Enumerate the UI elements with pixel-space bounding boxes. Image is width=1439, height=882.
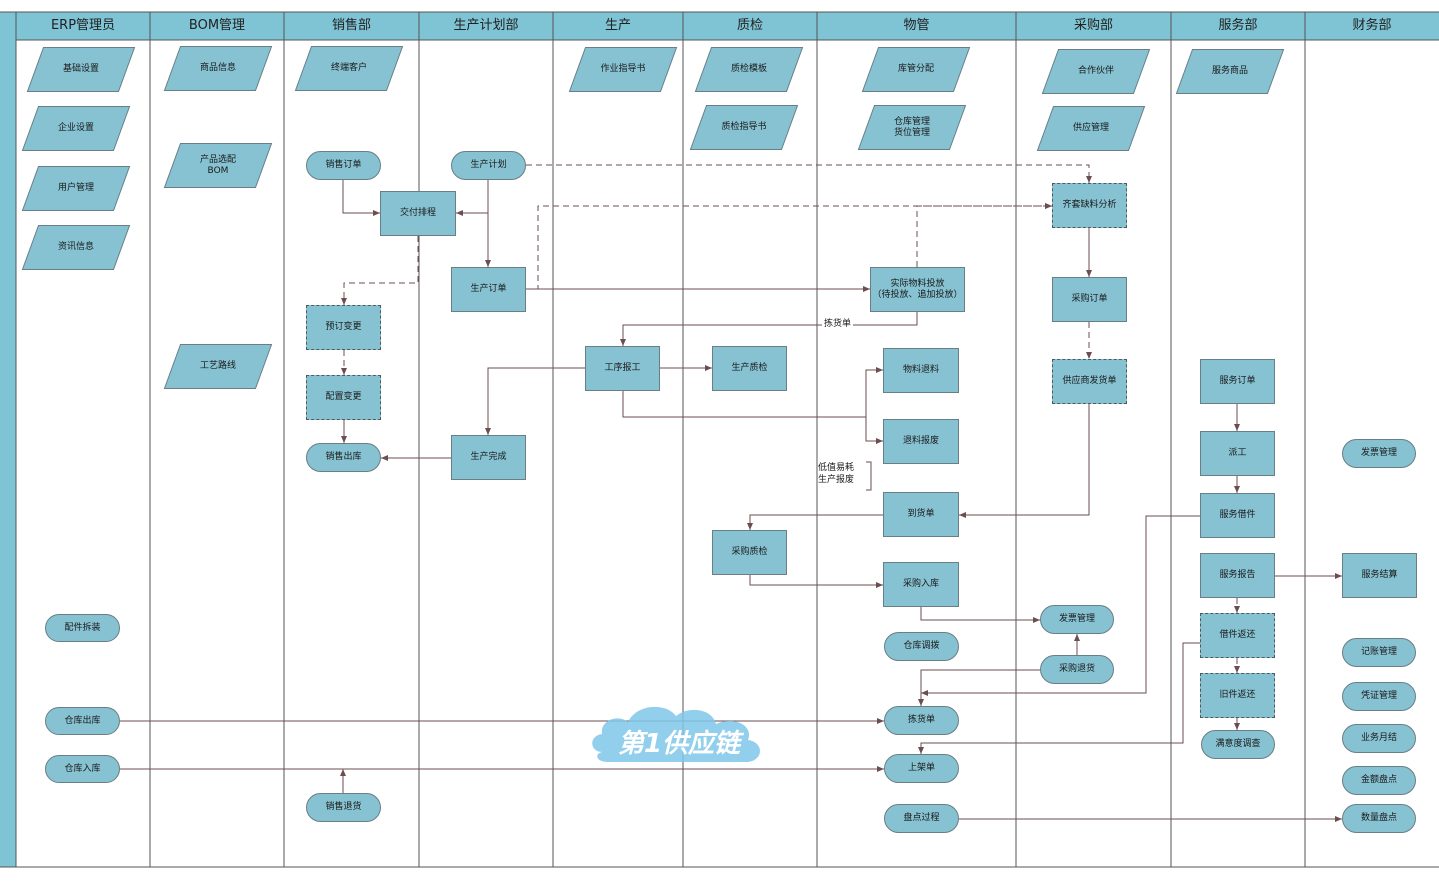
node-work-instruction: 作业指导书: [568, 47, 678, 92]
node-service-order: 服务订单: [1200, 359, 1275, 404]
node-arrival-note: 到货单: [883, 492, 959, 537]
lane-header-finance: 财务部: [1352, 18, 1392, 33]
node-delivery-schedule: 交付排程: [380, 191, 456, 236]
node-production-complete: 生产完成: [451, 435, 526, 480]
lane-header-purchasing: 采购部: [1073, 18, 1113, 33]
connector-line: [918, 642, 1200, 754]
connector-line: [921, 515, 1200, 696]
node-satisfaction-survey: 满意度调查: [1201, 730, 1275, 759]
node-putaway-list: 上架单: [884, 754, 959, 783]
node-product-bom: 产品选配 BOM: [163, 143, 273, 188]
connector-line: [918, 669, 1040, 706]
connector-line: [916, 203, 1052, 267]
connector-line: [620, 312, 918, 346]
node-production-order: 生产订单: [451, 267, 526, 312]
connector-line: [747, 514, 883, 530]
node-service-products: 服务商品: [1175, 49, 1285, 94]
node-invoice-management-purchasing: 发票管理: [1040, 605, 1114, 634]
node-purchase-order: 采购订单: [1052, 277, 1127, 322]
node-bookkeeping: 记账管理: [1342, 638, 1416, 667]
node-stocktake-process: 盘点过程: [884, 804, 959, 833]
node-return-scrap: 退料报废: [883, 419, 959, 464]
connector-line: [485, 367, 585, 435]
node-sales-outbound: 销售出库: [306, 443, 381, 472]
node-warehouse-location: 仓库管理 货位管理: [857, 105, 967, 150]
node-config-change: 配置变更: [306, 375, 381, 420]
node-process-report: 工序报工: [585, 346, 660, 391]
node-amount-stocktake: 金额盘点: [1342, 766, 1416, 795]
lane-header-band: [16, 12, 1439, 40]
connector-line: [959, 404, 1090, 518]
lane-header-erp-admin: ERP管理员: [50, 18, 116, 33]
lane-header-materials: 物管: [903, 18, 930, 33]
left-strip: [0, 12, 16, 867]
node-dispatch: 派工: [1200, 431, 1275, 476]
node-service-settlement: 服务结算: [1342, 553, 1417, 598]
node-qc-template: 质检模板: [694, 47, 804, 92]
node-borrow-return: 借件返还: [1200, 613, 1275, 658]
node-news-info: 资讯信息: [21, 225, 131, 270]
node-user-management: 用户管理: [21, 166, 131, 211]
node-invoice-management-finance: 发票管理: [1342, 439, 1416, 468]
node-sales-order: 销售订单: [306, 151, 381, 180]
node-voucher-management: 凭证管理: [1342, 682, 1416, 711]
node-supply-management: 供应管理: [1036, 106, 1146, 151]
note-brace: [866, 461, 872, 491]
node-service-borrow: 服务借件: [1200, 493, 1275, 538]
connector-line: [865, 417, 883, 444]
connector-line: [749, 575, 883, 588]
node-stock-allocation: 库管分配: [861, 47, 971, 92]
node-partners: 合作伙伴: [1041, 49, 1151, 94]
node-production-qc: 生产质检: [712, 346, 787, 391]
connector-line: [526, 164, 1092, 183]
node-basic-settings: 基础设置: [26, 47, 136, 92]
node-product-info: 商品信息: [163, 46, 273, 91]
node-material-issue: 实际物料投放 （待投放、追加投放）: [870, 267, 965, 312]
node-sales-return: 销售退货: [306, 793, 381, 822]
node-production-plan: 生产计划: [451, 151, 526, 180]
watermark-logo: 第1供应链: [592, 706, 760, 762]
node-monthly-close: 业务月结: [1342, 724, 1416, 753]
lane-header-sales: 销售部: [331, 18, 371, 33]
node-service-report: 服务报告: [1200, 553, 1275, 598]
node-company-settings: 企业设置: [21, 106, 131, 151]
edge-label-picking-list: 拣货单: [822, 318, 854, 331]
node-purchase-return: 采购退货: [1040, 655, 1114, 684]
node-purchase-qc: 采购质检: [712, 530, 787, 575]
node-warehouse-out: 仓库出库: [45, 707, 120, 735]
lane-header-planning: 生产计划部: [453, 18, 519, 33]
node-picking-list: 拣货单: [884, 706, 959, 735]
connector-line: [920, 607, 1040, 623]
node-kit-shortage-analysis: 齐套缺料分析: [1052, 183, 1127, 228]
node-supplier-shipment: 供应商发货单: [1052, 359, 1127, 404]
node-qc-instruction: 质检指导书: [689, 105, 799, 150]
node-end-customer: 终端客户: [294, 46, 404, 91]
connector-line: [342, 180, 380, 216]
node-quantity-stocktake: 数量盘点: [1342, 804, 1416, 833]
connector-line: [526, 203, 1052, 290]
node-order-change: 预订变更: [306, 305, 381, 350]
node-purchase-inbound: 采购入库: [883, 562, 959, 607]
lane-header-production: 生产: [604, 18, 631, 33]
lane-header-bom: BOM管理: [188, 18, 246, 33]
note-low-value-scrap: 低值易耗 生产报废: [818, 463, 855, 486]
connector-line: [341, 236, 419, 305]
node-warehouse-transfer: 仓库调拨: [884, 632, 959, 661]
lane-header-service: 服务部: [1218, 18, 1258, 33]
lane-header-qc: 质检: [736, 18, 763, 33]
node-process-route: 工艺路线: [163, 344, 273, 389]
node-warehouse-in: 仓库入库: [45, 755, 120, 783]
node-material-return: 物料退料: [883, 348, 959, 393]
node-parts-assembly: 配件拆装: [45, 614, 120, 642]
node-old-part-return: 旧件返还: [1200, 673, 1275, 718]
watermark-text: 第1供应链: [618, 729, 745, 759]
